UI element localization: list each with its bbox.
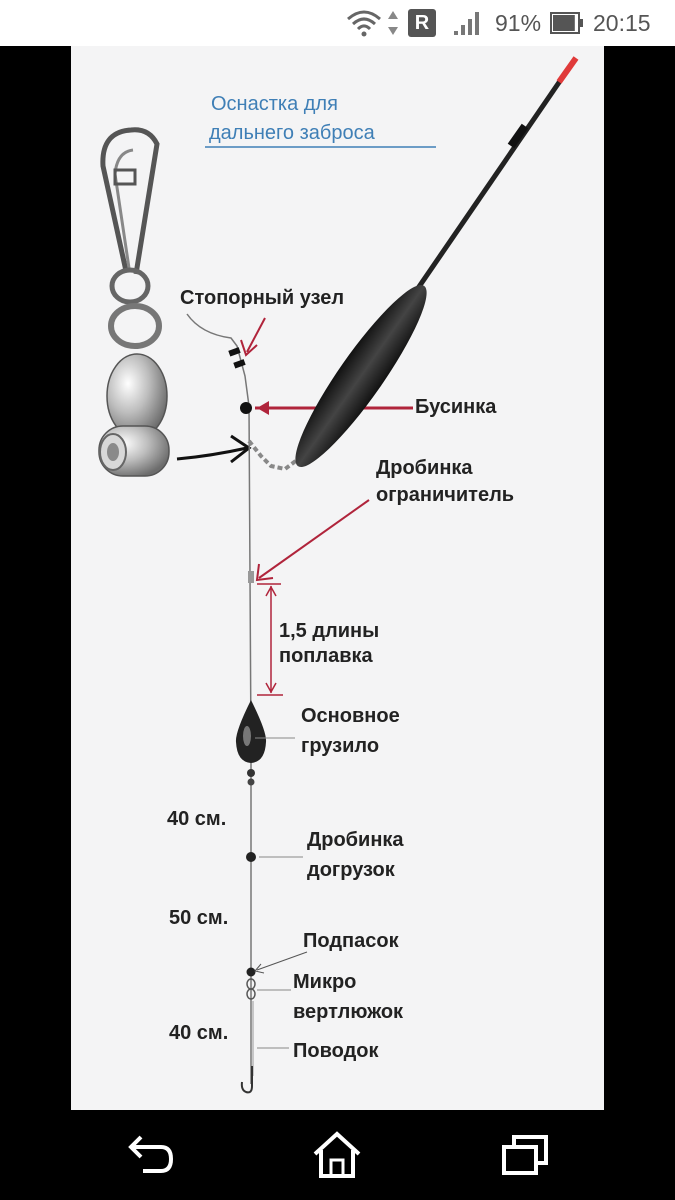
extra-shot-icon: [246, 852, 256, 862]
label-distance-2: 50 см.: [169, 907, 228, 929]
back-icon: [128, 1135, 174, 1173]
diagram-title-line1: Оснастка для: [211, 93, 338, 115]
signal-icon: [452, 8, 482, 38]
label-limiter-shot-1: Дробинка: [376, 457, 473, 479]
length-bracket: [257, 583, 283, 696]
label-main-sinker-2: грузило: [301, 735, 379, 757]
undershot-icon: [246, 967, 256, 977]
label-float-length-1: 1,5 длины: [279, 620, 379, 642]
battery-icon: [550, 8, 584, 38]
label-micro-swivel-2: вертлюжок: [293, 1001, 404, 1023]
roaming-icon: R: [408, 8, 436, 38]
label-extra-shot-2: догрузок: [307, 859, 396, 881]
diagram-title-line2: дальнего заброса: [209, 122, 376, 144]
label-limiter-shot-2: ограничитель: [376, 484, 514, 506]
recent-apps-icon: [502, 1135, 548, 1175]
navigation-bar: [0, 1110, 675, 1200]
label-bead: Бусинка: [415, 396, 497, 418]
bead-icon: [240, 402, 252, 414]
stopper-knot-icon: [228, 347, 246, 369]
wifi-icon: [346, 8, 382, 38]
status-bar: R 91% 20:15: [0, 0, 675, 46]
home-icon: [313, 1131, 361, 1178]
label-main-sinker-1: Основное: [301, 705, 400, 727]
main-sinker-icon: [235, 700, 267, 786]
limiter-shot-icon: [248, 571, 254, 583]
data-arrows-icon: [386, 8, 400, 38]
stopper-pointer-arrow: [240, 317, 266, 357]
label-distance-1: 40 см.: [167, 808, 226, 830]
rig-diagram-image[interactable]: Оснастка для дальнего заброса: [71, 46, 604, 1110]
label-leader: Поводок: [293, 1040, 379, 1062]
home-button[interactable]: [310, 1128, 364, 1182]
label-stopper-knot: Стопорный узел: [180, 287, 344, 309]
battery-percent: 91%: [495, 9, 542, 36]
micro-swivel-icon: [246, 978, 256, 1000]
limiter-pointer-arrow: [255, 499, 370, 582]
chain-icon: [247, 439, 299, 472]
label-distance-3: 40 см.: [169, 1022, 228, 1044]
undershot-pointer-arrow: [254, 951, 308, 974]
main-line: [186, 313, 252, 1084]
clock: 20:15: [593, 9, 651, 36]
label-micro-swivel-1: Микро: [293, 971, 356, 993]
label-float-length-2: поплавка: [279, 645, 374, 667]
float-icon: [295, 56, 579, 467]
back-button[interactable]: [123, 1128, 177, 1182]
recent-apps-button[interactable]: [498, 1128, 552, 1182]
rig-diagram: Оснастка для дальнего заброса: [98, 56, 579, 1094]
swivel-pointer-arrow: [176, 434, 252, 464]
roaming-badge: R: [408, 9, 436, 37]
hook-icon: [240, 1066, 253, 1094]
label-extra-shot-1: Дробинка: [307, 829, 404, 851]
label-undershot: Подпасок: [303, 930, 400, 952]
snap-swivel-icon: [98, 127, 170, 477]
